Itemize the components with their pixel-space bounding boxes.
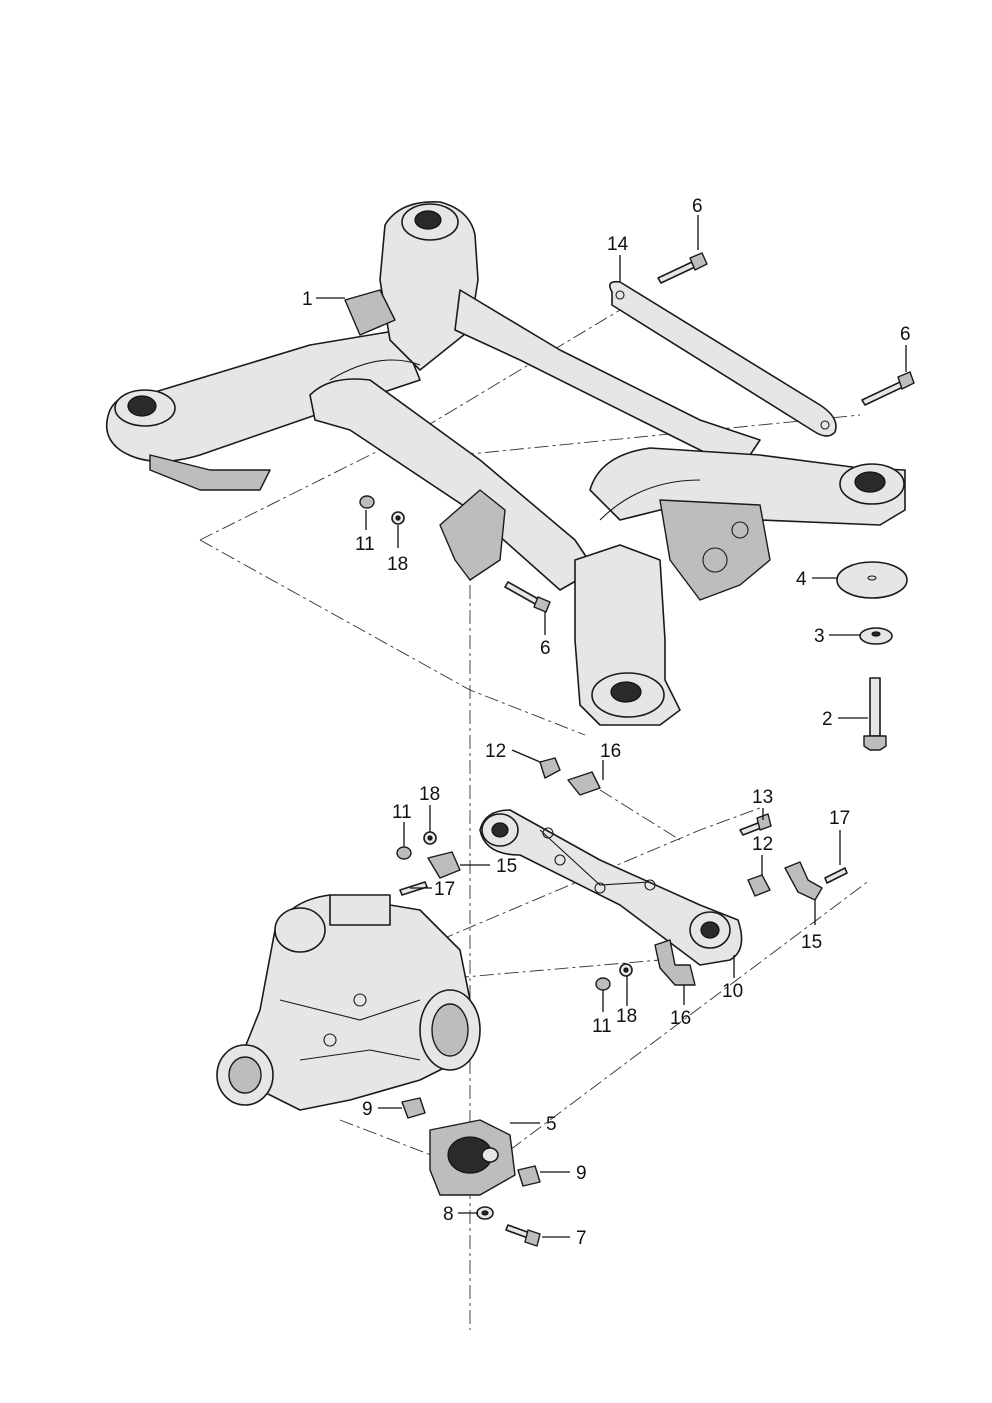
callout-10: 10 (722, 981, 743, 1002)
clip-9-a (401, 1097, 426, 1119)
bracket-15-a (427, 851, 461, 879)
callout-14: 14 (607, 234, 629, 255)
callout-8: 8 (443, 1204, 454, 1225)
leader-lines (316, 215, 907, 1238)
callout-11-upper: 11 (355, 534, 375, 555)
washer-18-upper (391, 511, 405, 525)
callout-6-top: 6 (692, 196, 703, 217)
screw-17-b (824, 867, 848, 884)
bolt-6-b (861, 371, 915, 406)
bolt-6-a (657, 252, 708, 284)
callout-2: 2 (822, 709, 833, 730)
washer-8 (476, 1206, 494, 1220)
nut-11-upper (359, 495, 375, 509)
callout-16-bottom: 16 (670, 1008, 691, 1029)
callout-11-middle: 11 (392, 802, 412, 823)
bolt-13 (739, 813, 772, 836)
clip-12-b (747, 874, 771, 897)
callout-11-lower: 11 (592, 1016, 612, 1037)
bracket-16-a (567, 771, 601, 796)
callout-6-middle: 6 (540, 638, 551, 659)
bracket-16-b (654, 939, 696, 986)
callout-7: 7 (576, 1228, 587, 1249)
callout-9-right: 9 (576, 1163, 587, 1184)
callout-15-left: 15 (496, 856, 517, 877)
callout-17-left: 17 (434, 879, 455, 900)
differential-housing (216, 894, 481, 1111)
crossmember (479, 809, 743, 966)
callout-12-right: 12 (752, 834, 773, 855)
nut-11-lower (595, 977, 611, 991)
bolt-6-c (504, 581, 551, 613)
clip-9-b (517, 1165, 541, 1187)
nut-11-middle (396, 846, 412, 860)
washer-3 (859, 627, 893, 645)
callout-17-right: 17 (829, 808, 850, 829)
callout-9-left: 9 (362, 1099, 373, 1120)
mounting-disc (836, 561, 908, 599)
callout-18-upper: 18 (387, 554, 408, 575)
callout-1: 1 (302, 289, 313, 310)
callout-18-middle: 18 (419, 784, 440, 805)
bolt-7 (505, 1224, 541, 1247)
strut-brace (609, 280, 837, 437)
rear-subframe (105, 201, 906, 726)
callout-3: 3 (814, 626, 825, 647)
callout-16-top: 16 (600, 741, 621, 762)
callout-4: 4 (796, 569, 807, 590)
differential-mount (429, 1119, 516, 1196)
washer-18-middle (423, 831, 437, 845)
callout-18-lower: 18 (616, 1006, 637, 1027)
clip-12-a (539, 757, 561, 779)
washer-18-lower (619, 963, 633, 977)
callout-12-left: 12 (485, 741, 506, 762)
callout-labels: 1 2 3 4 5 6 6 6 7 8 9 9 10 11 11 11 12 1… (302, 196, 911, 1249)
callout-13: 13 (752, 787, 773, 808)
callout-15-right: 15 (801, 932, 822, 953)
mounting-bolt (863, 677, 887, 751)
bracket-15-b (784, 861, 823, 901)
callout-5: 5 (546, 1114, 557, 1135)
callout-6-right: 6 (900, 324, 911, 345)
